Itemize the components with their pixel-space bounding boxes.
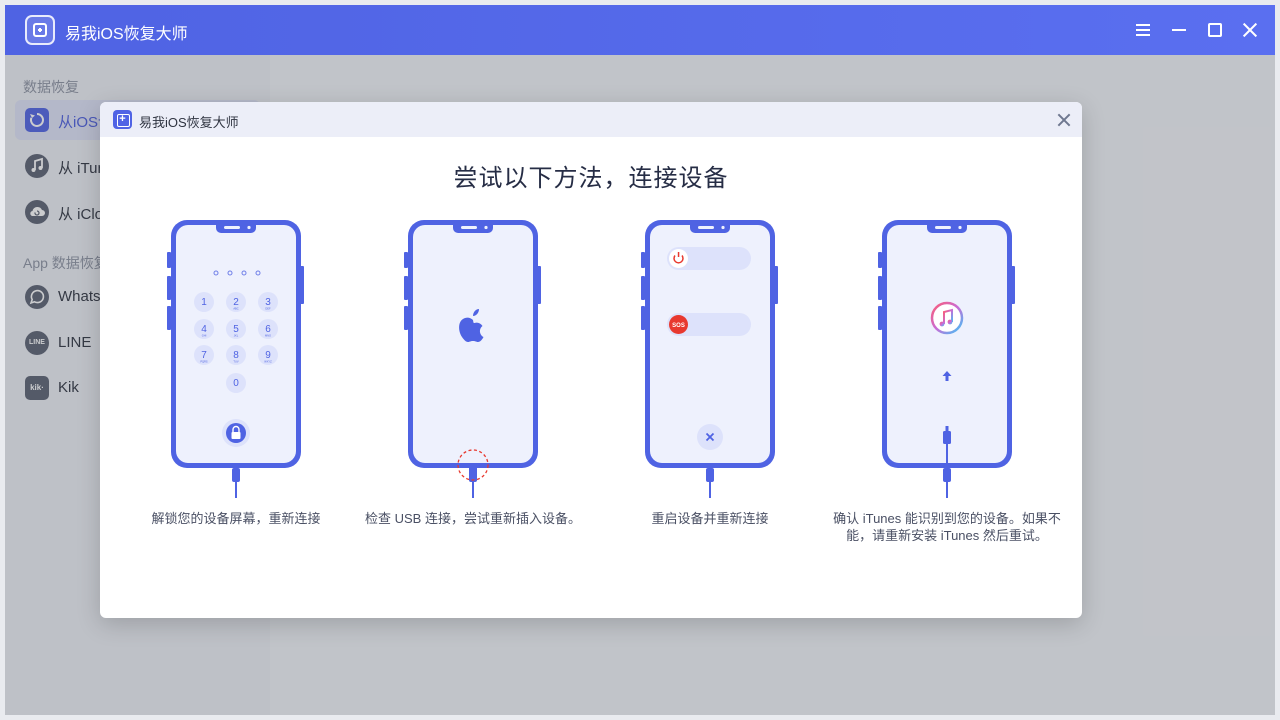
keypad-digit: 2 xyxy=(233,297,239,308)
keypad-digit: 3 xyxy=(265,297,271,308)
keypad-key xyxy=(258,292,278,312)
app-title: 易我iOS恢复大师 xyxy=(65,26,188,43)
keypad-letters: WXYZ xyxy=(264,360,272,364)
step-check-usb: 检查 USB 连接，尝试重新插入设备。 xyxy=(355,212,591,572)
section-label-data-recovery: 数据恢复 xyxy=(23,79,79,95)
music-note-icon xyxy=(25,154,49,178)
step-restart-device: SOS 重启设备并重新连接 xyxy=(592,212,828,572)
app-window: 易我iOS恢复大师 数据恢复 从iOS设 从 iTun 从 iClo xyxy=(5,5,1275,715)
usb-port-highlight xyxy=(457,449,489,481)
sidebar-item-line[interactable]: LINE LINE xyxy=(15,323,260,363)
keypad-key xyxy=(226,373,246,393)
sidebar-item-label: 从 iTun xyxy=(58,160,106,177)
keypad-key xyxy=(226,345,246,365)
keypad-digit: 4 xyxy=(201,324,207,335)
keypad-key xyxy=(258,345,278,365)
step-caption: 检查 USB 连接，尝试重新插入设备。 xyxy=(365,511,581,526)
keypad-digit: 9 xyxy=(265,350,271,361)
itunes-logo-icon xyxy=(930,301,964,335)
sidebar-item-label: 从 iClo xyxy=(58,206,104,223)
sidebar-item-label: 从iOS设 xyxy=(58,114,114,131)
whatsapp-icon xyxy=(25,285,49,309)
sidebar-item-icloud[interactable]: 从 iClo xyxy=(15,192,260,232)
keypad-key xyxy=(194,319,214,339)
keypad-key xyxy=(226,319,246,339)
kik-icon: kik· xyxy=(25,376,49,400)
keypad-key xyxy=(194,345,214,365)
minimize-button[interactable] xyxy=(1167,18,1191,42)
phone-power-slider-icon: SOS xyxy=(641,220,778,498)
maximize-button[interactable] xyxy=(1203,18,1227,42)
dialog-heading: 尝试以下方法，连接设备 xyxy=(453,164,729,192)
step-caption: 确认 iTunes 能识别到您的设备。如果不能，请重新安装 iTunes 然后重… xyxy=(833,511,1061,543)
phone-apple-logo-icon xyxy=(404,220,541,498)
title-bar: 易我iOS恢复大师 xyxy=(5,5,1275,55)
keypad-letters: TUV xyxy=(233,360,238,364)
emergency-sos-slider xyxy=(667,313,751,336)
sidebar-item-label: WhatsA xyxy=(58,288,111,305)
menu-button[interactable] xyxy=(1131,18,1155,42)
phone-itunes-icon xyxy=(878,220,1015,498)
section-label-app-recovery: App 数据恢复 xyxy=(23,255,108,271)
sidebar-item-whatsapp[interactable]: WhatsA xyxy=(15,277,260,317)
keypad-letters: GHI xyxy=(202,334,207,338)
keypad-letters: PQRS xyxy=(200,360,208,364)
arrow-up-icon xyxy=(942,371,952,381)
keypad-digit: 5 xyxy=(233,324,239,335)
app-logo-icon xyxy=(25,15,55,45)
keypad-digit: 8 xyxy=(233,350,239,361)
ios-device-icon xyxy=(25,108,49,132)
sidebar-item-label: LINE xyxy=(58,334,92,351)
keypad-key xyxy=(258,319,278,339)
keypad-digit: 0 xyxy=(233,378,239,389)
power-off-slider xyxy=(667,247,751,270)
keypad-key xyxy=(226,292,246,312)
keypad-key xyxy=(194,292,214,312)
cloud-icon xyxy=(25,200,49,224)
keypad-letters: DEF xyxy=(265,307,271,311)
sidebar-item-itunes[interactable]: 从 iTun xyxy=(15,146,260,186)
keypad-letters: MNO xyxy=(265,334,271,338)
keypad-letters: JKL xyxy=(234,334,239,338)
dialog-close-button[interactable] xyxy=(1055,111,1073,129)
sidebar-item-label: Kik xyxy=(58,379,79,396)
dialog-title: 易我iOS恢复大师 xyxy=(139,115,239,130)
keypad-digit: 1 xyxy=(201,297,207,308)
keypad-digit: 7 xyxy=(201,350,207,361)
keypad-letters: ABC xyxy=(233,307,238,311)
keypad-digit: 6 xyxy=(265,324,271,335)
step-check-itunes: 确认 iTunes 能识别到您的设备。如果不能，请重新安装 iTunes 然后重… xyxy=(829,212,1065,572)
step-caption: 重启设备并重新连接 xyxy=(651,511,769,526)
step-caption: 解锁您的设备屏幕，重新连接 xyxy=(151,511,321,526)
dialog-header: 易我iOS恢复大师 xyxy=(100,102,1082,137)
window-close-button[interactable] xyxy=(1238,18,1262,42)
line-icon: LINE xyxy=(25,331,49,355)
sos-icon: SOS xyxy=(672,323,685,329)
sidebar-item-kik[interactable]: kik· Kik xyxy=(15,368,260,408)
app-logo-icon xyxy=(113,110,132,129)
apple-logo-icon xyxy=(459,309,484,342)
